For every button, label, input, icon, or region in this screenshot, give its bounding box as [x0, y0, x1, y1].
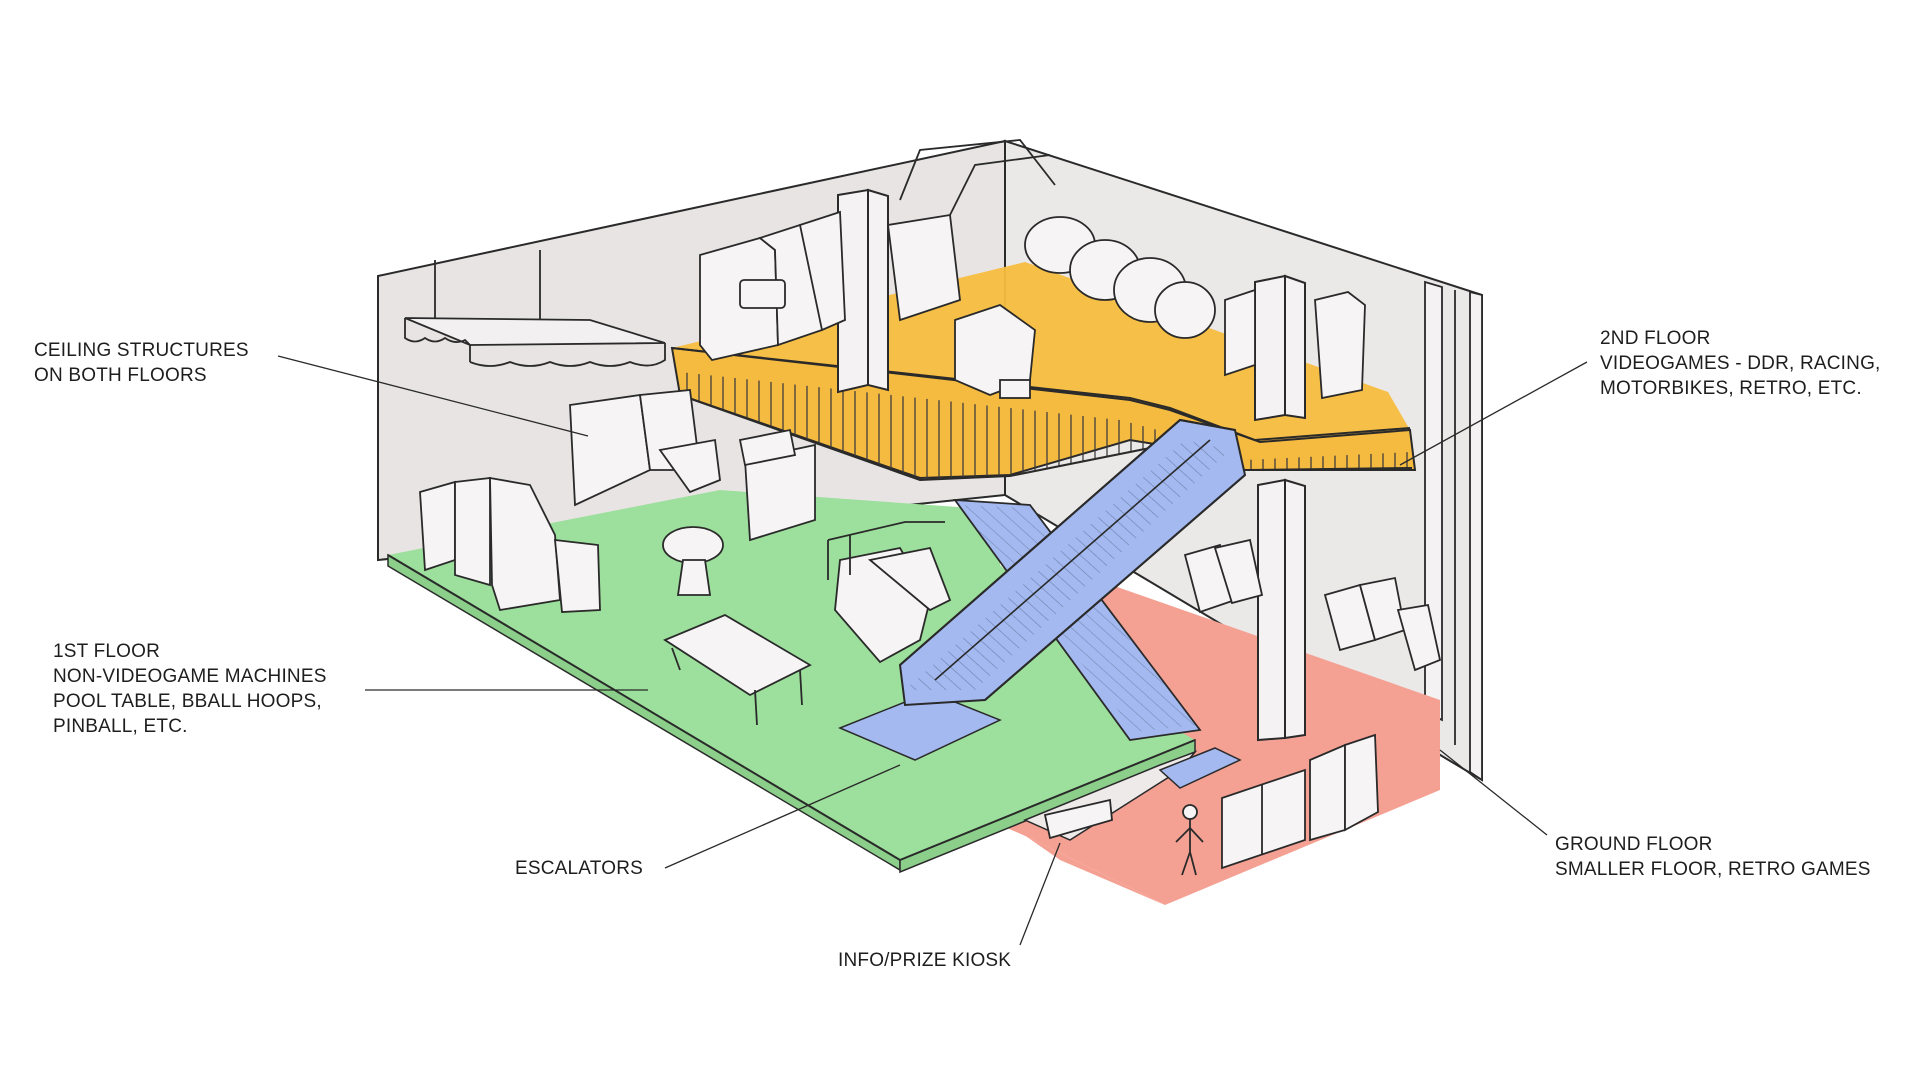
escalators-leader: [664, 764, 901, 869]
ground-floor-leader: [1439, 749, 1548, 836]
second-floor-label-line-2: VIDEOGAMES - DDR, RACING,: [1600, 353, 1881, 374]
ground-floor-label: GROUND FLOOR SMALLER FLOOR, RETRO GAMES: [1555, 832, 1871, 882]
right-wall-trim: [1424, 280, 1483, 782]
first-floor-machines: [419, 389, 952, 726]
kiosk-label-line-1: INFO/PRIZE KIOSK: [838, 950, 1012, 971]
escalators: [838, 418, 1247, 789]
escalators-label-line-1: ESCALATORS: [515, 858, 644, 879]
kiosk-leader: [1019, 842, 1061, 946]
first-floor-label-line-3: POOL TABLE, BBALL HOOPS,: [53, 691, 322, 712]
kiosk-label: INFO/PRIZE KIOSK: [838, 948, 1011, 973]
second-floor-leader: [1399, 361, 1588, 466]
second-floor-machines: [699, 139, 1366, 400]
ground-floor-label-line-1: GROUND FLOOR: [1555, 834, 1713, 855]
ground-floor-label-line-2: SMALLER FLOOR, RETRO GAMES: [1555, 859, 1871, 880]
second-floor-label: 2ND FLOOR VIDEOGAMES - DDR, RACING, MOTO…: [1600, 326, 1881, 401]
ceiling-structures-label: CEILING STRUCTURES ON BOTH FLOORS: [34, 338, 249, 388]
first-floor-label-line-4: PINBALL, ETC.: [53, 716, 188, 737]
ceiling-leader: [277, 355, 589, 437]
ground-floor-machines: [1043, 538, 1442, 876]
second-floor-label-line-1: 2ND FLOOR: [1600, 328, 1711, 349]
first-floor-label-line-1: 1ST FLOOR: [53, 641, 161, 662]
first-floor-label: 1ST FLOOR NON-VIDEOGAME MACHINES POOL TA…: [53, 639, 327, 739]
escalators-label: ESCALATORS: [515, 856, 643, 881]
second-floor-label-line-3: MOTORBIKES, RETRO, ETC.: [1600, 378, 1862, 399]
leader-lines: [277, 355, 1588, 946]
pillars: [837, 188, 1306, 742]
first-floor-label-line-2: NON-VIDEOGAME MACHINES: [53, 666, 327, 687]
ceiling-label-line-2: ON BOTH FLOORS: [34, 365, 207, 386]
ceiling-awning: [404, 250, 666, 367]
ceiling-label-line-1: CEILING STRUCTURES: [34, 340, 249, 361]
